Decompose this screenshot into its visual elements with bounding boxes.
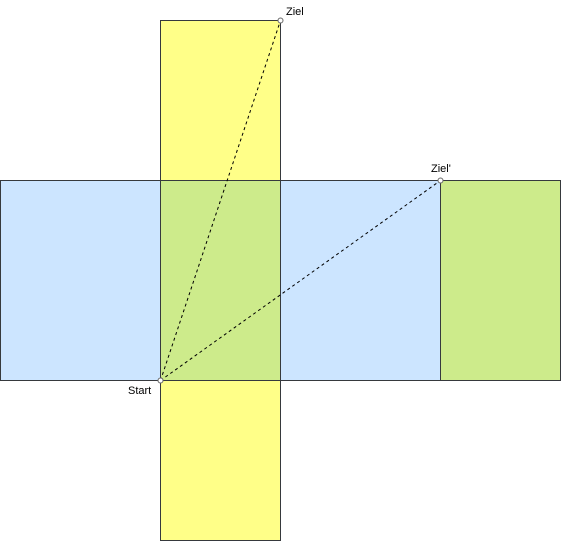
ziel-point	[277, 17, 284, 24]
ziel-prime-label: Ziel'	[431, 163, 451, 175]
overlap-face	[160, 180, 281, 381]
ziel-label: Ziel	[286, 6, 304, 18]
ziel-prime-point	[437, 177, 444, 184]
start-point	[157, 377, 164, 384]
right-face	[440, 180, 561, 381]
start-label: Start	[128, 385, 151, 397]
